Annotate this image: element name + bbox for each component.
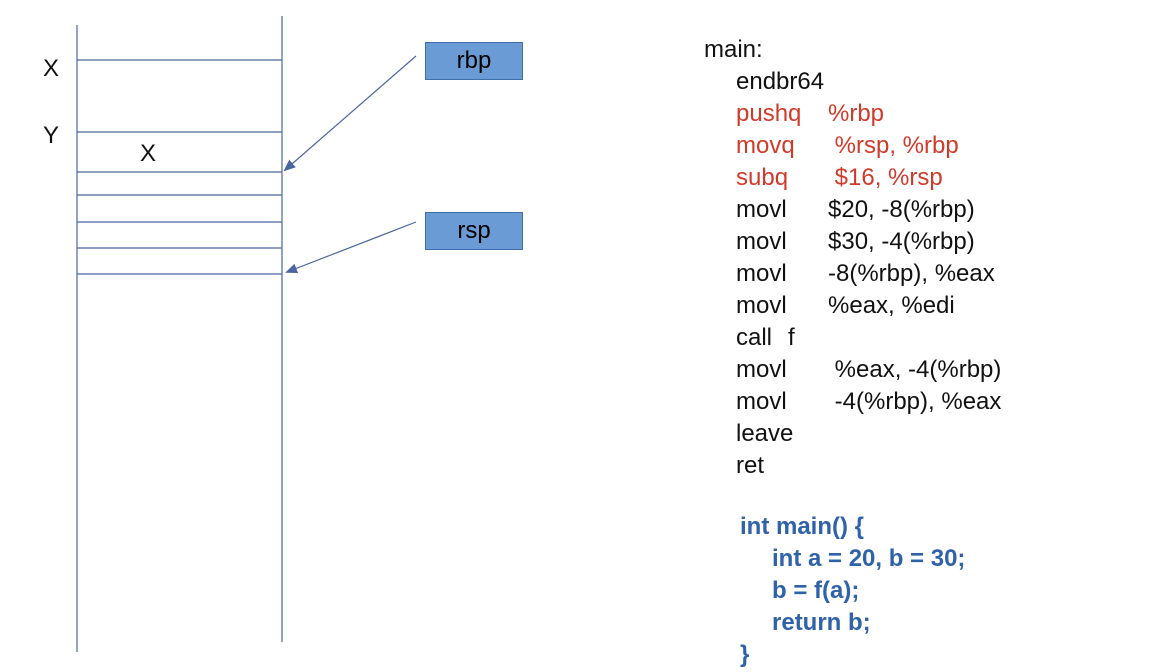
asm-function-label: main: bbox=[704, 36, 763, 63]
asm-line: ret bbox=[704, 450, 1001, 482]
c-source-line: } bbox=[740, 641, 750, 668]
asm-line: movq %rsp, %rbp bbox=[704, 130, 1001, 162]
asm-mnemonic: call bbox=[736, 324, 773, 351]
asm-line: endbr64 bbox=[704, 66, 1001, 98]
asm-line: pushq %rbp bbox=[704, 98, 1001, 130]
asm-operands: $20, -8(%rbp) bbox=[828, 196, 975, 223]
asm-operands: -4(%rbp), %eax bbox=[828, 388, 1002, 415]
asm-mnemonic: leave bbox=[736, 420, 794, 447]
asm-operands: %rsp, %rbp bbox=[828, 132, 959, 159]
asm-operands: $16, %rsp bbox=[828, 164, 943, 191]
asm-mnemonic: movq bbox=[736, 132, 795, 159]
asm-mnemonic: movl bbox=[736, 356, 787, 383]
asm-mnemonic: movl bbox=[736, 260, 787, 287]
c-source-line: b = f(a); bbox=[772, 577, 860, 604]
asm-line: movl %eax, -4(%rbp) bbox=[704, 354, 1001, 386]
c-source-line: int main() { bbox=[740, 513, 864, 540]
rbp-register-box: rbp bbox=[425, 42, 523, 80]
c-source-line: return b; bbox=[772, 609, 871, 636]
asm-line: subq $16, %rsp bbox=[704, 162, 1001, 194]
asm-line: movl -8(%rbp), %eax bbox=[704, 258, 1001, 290]
asm-operands: f bbox=[788, 324, 795, 351]
rsp-pointer-arrow bbox=[285, 221, 417, 274]
rbp-pointer-arrow bbox=[283, 55, 417, 172]
c-source-listing: int main() { int a = 20, b = 30; b = f(a… bbox=[740, 511, 965, 671]
asm-operands: %eax, %edi bbox=[828, 292, 955, 319]
stack-slot-value: X bbox=[140, 140, 157, 167]
asm-line: movl $30, -4(%rbp) bbox=[704, 226, 1001, 258]
stack-address-label-y: Y bbox=[43, 122, 60, 149]
asm-mnemonic: movl bbox=[736, 228, 787, 255]
c-source-line: int a = 20, b = 30; bbox=[772, 545, 966, 572]
asm-operands: -8(%rbp), %eax bbox=[828, 260, 995, 287]
asm-operands: %eax, -4(%rbp) bbox=[828, 356, 1002, 383]
asm-mnemonic: movl bbox=[736, 292, 787, 319]
asm-mnemonic: subq bbox=[736, 164, 789, 191]
stack-address-label-x: X bbox=[43, 55, 60, 82]
rsp-register-box: rsp bbox=[425, 212, 523, 250]
asm-mnemonic: movl bbox=[736, 388, 787, 415]
asm-operands: $30, -4(%rbp) bbox=[828, 228, 975, 255]
assembly-listing: main: endbr64 pushq%rbp movq %rsp, %rbp … bbox=[704, 34, 1001, 482]
asm-operands: %rbp bbox=[828, 100, 885, 127]
asm-line: movl -4(%rbp), %eax bbox=[704, 386, 1001, 418]
asm-mnemonic: ret bbox=[736, 452, 765, 479]
asm-line: movl $20, -8(%rbp) bbox=[704, 194, 1001, 226]
asm-line: movl %eax, %edi bbox=[704, 290, 1001, 322]
asm-mnemonic: movl bbox=[736, 196, 787, 223]
asm-line: leave bbox=[704, 418, 1001, 450]
asm-mnemonic: endbr64 bbox=[736, 68, 825, 95]
asm-mnemonic: pushq bbox=[736, 100, 802, 127]
